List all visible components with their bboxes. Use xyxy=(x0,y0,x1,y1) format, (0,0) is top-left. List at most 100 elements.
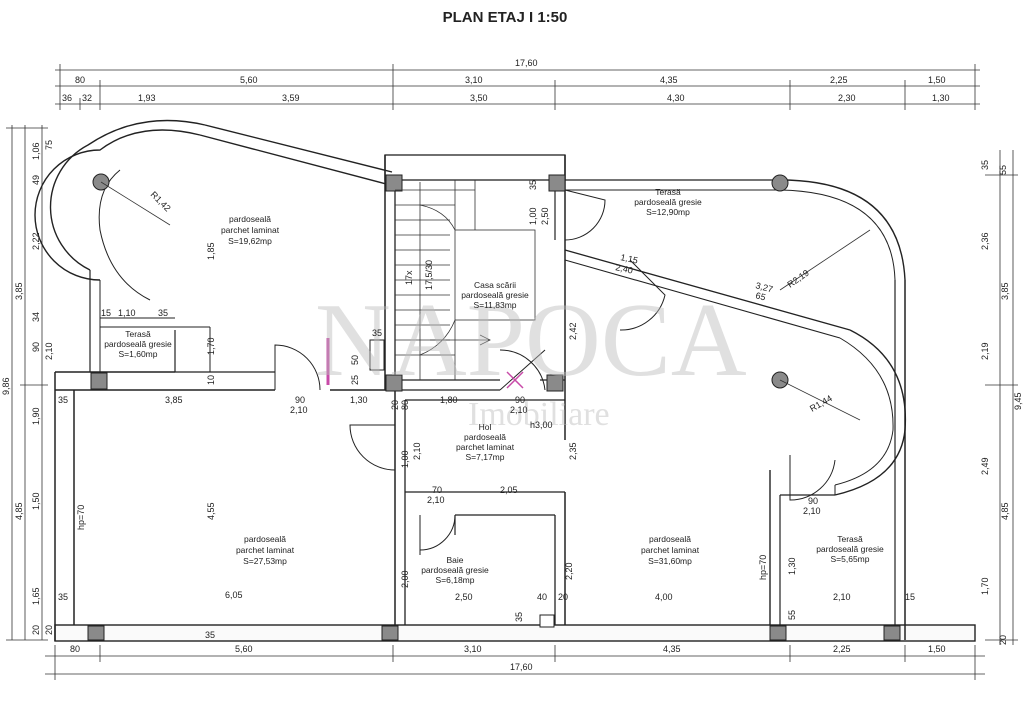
top-total-dim: 17,60 xyxy=(515,58,538,68)
dim-label: 15 xyxy=(101,308,111,318)
dim-label: 4,00 xyxy=(655,592,673,602)
doors xyxy=(274,189,836,555)
dim-label: 9,45 xyxy=(1013,392,1023,410)
dim-label: 2,10 xyxy=(44,342,54,360)
dim-label: 50 xyxy=(350,355,360,365)
dim-label: 4,85 xyxy=(1000,502,1010,520)
dim-label: 3,85 xyxy=(14,282,24,300)
interior-dimensions: R1,42 R2,19 R1,44 1,10 15 35 1,70 10 1,8… xyxy=(58,180,915,640)
dim-label: 2,49 xyxy=(980,457,990,475)
dim-label: 40 xyxy=(537,592,547,602)
dim-label: h3,00 xyxy=(530,420,553,430)
dim-label: 2,25 xyxy=(830,75,848,85)
room-terrace-top: Terasă pardoseală gresie S=12,90mp xyxy=(634,187,702,217)
room-label: pardoseală gresie xyxy=(461,290,529,300)
room-label: pardoseală xyxy=(229,214,271,224)
dim-label: 2,50 xyxy=(455,592,473,602)
room-bedroom2: pardoseală parchet laminat S=27,53mp xyxy=(236,534,295,566)
room-label: pardoseală xyxy=(649,534,691,544)
dim-label: 2,42 xyxy=(568,322,578,340)
room-label: Terasă xyxy=(655,187,681,197)
dim-label: 80 xyxy=(70,644,80,654)
dim-label: 1,06 xyxy=(31,142,41,160)
dim-label: 90 xyxy=(808,496,818,506)
room-label: pardoseală gresie xyxy=(104,339,172,349)
dim-label: 15 xyxy=(905,592,915,602)
room-stair: Casa scării pardoseală gresie S=11,83mp xyxy=(461,280,529,310)
dim-label: 35 xyxy=(158,308,168,318)
columns xyxy=(87,173,901,641)
dim-label: 35 xyxy=(205,630,215,640)
room-label: Baie xyxy=(446,555,463,565)
dim-label: 4,35 xyxy=(663,644,681,654)
dim-label: 2,50 xyxy=(540,207,550,225)
dim-label: 3,50 xyxy=(470,93,488,103)
dim-label: 20 xyxy=(31,625,41,635)
dim-label: 3,10 xyxy=(465,75,483,85)
room-area: S=12,90mp xyxy=(646,207,690,217)
room-label: pardoseală xyxy=(244,534,286,544)
dim-label: 80 xyxy=(400,400,410,410)
dim-label: 1,70 xyxy=(206,337,216,355)
dim-label: 17,5/30 xyxy=(424,260,434,290)
dim-label: 3,85 xyxy=(1000,282,1010,300)
dim-label: 1,65 xyxy=(31,587,41,605)
dim-label: 1,90 xyxy=(31,407,41,425)
room-hall: Hol pardoseală parchet laminat S=7,17mp xyxy=(456,422,515,462)
room-area: S=6,18mp xyxy=(436,575,475,585)
dim-label: 1,15 xyxy=(620,252,639,265)
dim-label: R1,42 xyxy=(149,189,173,213)
dim-label: 1,30 xyxy=(350,395,368,405)
room-area: S=7,17mp xyxy=(466,452,505,462)
dim-label: 35 xyxy=(980,160,990,170)
top-dimension-lines xyxy=(55,64,980,110)
dim-label: 35 xyxy=(528,180,538,190)
room-label: parchet laminat xyxy=(221,225,280,235)
watermark-text: NAPOCA xyxy=(315,281,747,398)
dim-label: 34 xyxy=(31,312,41,322)
dim-label: 55 xyxy=(787,610,797,620)
dim-label: 90 xyxy=(295,395,305,405)
dim-label: 1,30 xyxy=(932,93,950,103)
dim-label: 20 xyxy=(390,400,400,410)
dim-label: 10 xyxy=(206,375,216,385)
dim-label: 1,70 xyxy=(980,577,990,595)
radius-lines xyxy=(100,181,871,421)
dim-label: 1,85 xyxy=(206,242,216,260)
room-label: pardoseală gresie xyxy=(634,197,702,207)
dim-label: 1,93 xyxy=(138,93,156,103)
dim-label: 2,10 xyxy=(427,495,445,505)
dim-label: 20 xyxy=(558,592,568,602)
dim-label: 2,05 xyxy=(500,485,518,495)
dim-label: 2,36 xyxy=(980,232,990,250)
dim-label: 70 xyxy=(432,485,442,495)
walls xyxy=(34,119,976,642)
dim-label: hp=70 xyxy=(76,505,86,530)
dim-label: 20 xyxy=(44,625,54,635)
room-area: S=27,53mp xyxy=(243,556,287,566)
bottom-total-dim: 17,60 xyxy=(510,662,533,672)
dim-label: 2,10 xyxy=(803,506,821,516)
room-bath: Baie pardoseală gresie S=6,18mp xyxy=(421,555,489,585)
dim-label: 3,59 xyxy=(282,93,300,103)
dim-label: 6,05 xyxy=(225,590,243,600)
room-terrace-right: Terasă pardoseală gresie S=5,65mp xyxy=(816,534,884,564)
dim-label: 3,10 xyxy=(464,644,482,654)
dim-label: 2,30 xyxy=(838,93,856,103)
dim-label: 2,10 xyxy=(412,442,422,460)
room-label: Hol xyxy=(479,422,492,432)
dim-label: 1,50 xyxy=(928,644,946,654)
dim-label: 90 xyxy=(515,395,525,405)
room-area: S=19,62mp xyxy=(228,236,272,246)
room-area: S=31,60mp xyxy=(648,556,692,566)
left-dimension-lines xyxy=(6,125,48,641)
dim-label: 80 xyxy=(75,75,85,85)
dim-label: 1,00 xyxy=(400,450,410,468)
dim-label: 2,35 xyxy=(568,442,578,460)
dim-label: 1,10 xyxy=(118,308,136,318)
dim-label: 2,19 xyxy=(980,342,990,360)
room-terrace-small: Terasă pardoseală gresie S=1,60mp xyxy=(104,329,172,359)
room-label: pardoseală gresie xyxy=(421,565,489,575)
room-area: S=5,65mp xyxy=(831,554,870,564)
dim-label: 35 xyxy=(58,395,68,405)
